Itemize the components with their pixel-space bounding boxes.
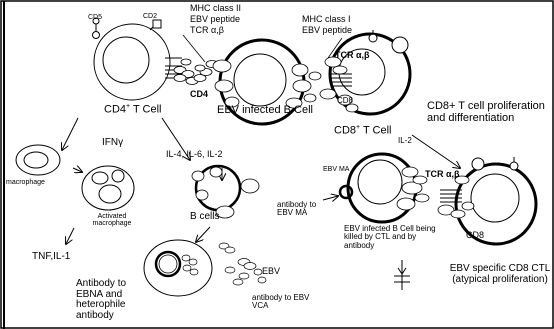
tcr-ab-top-label: TCR α,β <box>190 26 224 35</box>
cd4-t-cell <box>93 18 183 100</box>
cd2-label: CD2 <box>143 13 157 20</box>
macrophage-cell <box>16 145 60 175</box>
tcr-ab-mid-label: TCR α,β <box>335 51 370 60</box>
b-cell-top-receptors <box>213 60 321 108</box>
cd4-t-cell-tail: T Cell <box>130 104 161 116</box>
activated-macrophage-label: Activated macrophage <box>86 213 138 228</box>
cd4-t-cell-name: CD4 <box>104 104 126 116</box>
macrophage-label: macrophage <box>6 179 45 186</box>
il2-label: IL-2 <box>398 137 412 145</box>
antibody-ebv-ma-label: antibody to EBV MA <box>277 201 329 218</box>
cd8-t-cell-tail: T Cell <box>360 125 391 137</box>
ifn-gamma-label: IFNγ <box>102 138 123 149</box>
antibody-vca-label: antibody to EBV VCA <box>252 294 312 311</box>
proliferation-label: CD8+ T cell proliferation and differenti… <box>427 101 545 124</box>
ebv-label: EBV <box>262 267 280 276</box>
cd8-t-cell-label: CD8+ T Cell <box>334 124 392 137</box>
ebv-ctl-label: EBV specific CD8 CTL (atypical prolifera… <box>446 264 554 285</box>
ebv-infected-b-cell-label: EBV infected B Cell <box>217 105 313 117</box>
cd4-t-cell-label: CD4+ T Cell <box>104 103 162 116</box>
ebv-peptide-top-label: EBV peptide <box>190 15 240 24</box>
cytokines-label: IL-4, IL-6, IL-2 <box>166 150 223 159</box>
ebv-peptide-right-label: EBV peptide <box>302 26 352 35</box>
cd8-marker-top-label: CD8 <box>337 97 353 105</box>
activated-macrophage-cell <box>82 166 134 210</box>
antibody-ebna-label: Antibody to EBNA and heterophile antibod… <box>76 279 154 321</box>
killed-b-cell-label: EBV infected B Cell being killed by CTL … <box>344 225 439 250</box>
cd4-synapse-receptors <box>174 59 218 85</box>
tnf-il1-label: TNF,IL-1 <box>32 252 70 263</box>
cd8-marker-bottom-label: CD8 <box>466 231 484 240</box>
mhc-class1-label: MHC class I <box>302 15 351 24</box>
antibody-molecules <box>182 243 266 285</box>
block-symbol <box>394 260 410 290</box>
tcr-ab-bottom-label: TCR α,β <box>425 170 460 179</box>
cd8-t-cell-name: CD8 <box>334 125 356 137</box>
mhc-class2-label: MHC class II <box>190 4 241 13</box>
cd4-marker-label: CD4 <box>190 90 208 99</box>
ebv-ma-label: EBV MA <box>323 166 349 173</box>
plasma-cell <box>144 240 212 296</box>
cd5-label: CD5 <box>88 14 102 21</box>
b-cells-label: B cells <box>190 212 219 223</box>
